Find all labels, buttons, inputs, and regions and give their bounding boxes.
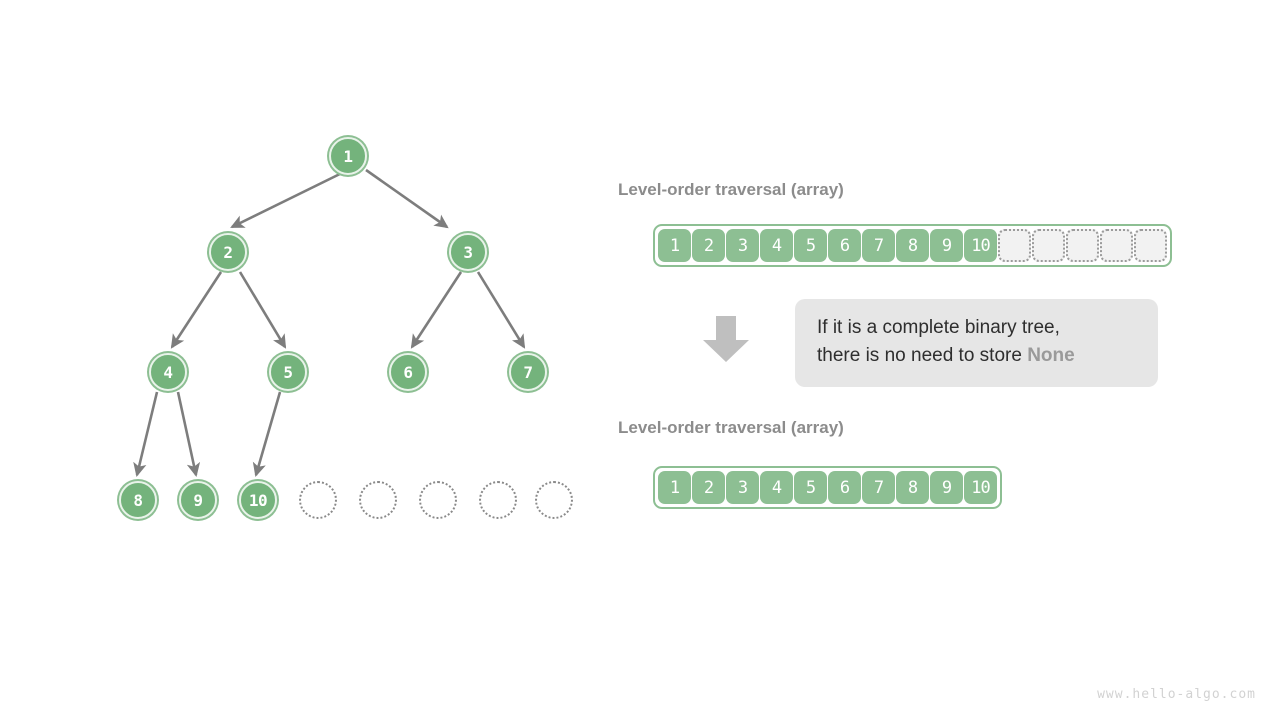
tree-node: 1 bbox=[329, 137, 367, 175]
tree-node: 2 bbox=[209, 233, 247, 271]
tree-node: 6 bbox=[389, 353, 427, 391]
array-cell: 4 bbox=[760, 471, 793, 504]
array-cell: 7 bbox=[862, 471, 895, 504]
tree-node: 8 bbox=[119, 481, 157, 519]
tree-edge bbox=[238, 271, 287, 349]
tree-node: 5 bbox=[269, 353, 307, 391]
array-cell: 10 bbox=[964, 471, 997, 504]
tree-edge bbox=[133, 391, 159, 478]
array-cell: 4 bbox=[760, 229, 793, 262]
array-cell-empty bbox=[1100, 229, 1133, 262]
array-cell: 9 bbox=[930, 229, 963, 262]
level-order-array-label-compact: Level-order traversal (array) bbox=[618, 418, 844, 437]
array-cell: 7 bbox=[862, 229, 895, 262]
array-cell-empty bbox=[1032, 229, 1065, 262]
tree-node-empty-placeholder bbox=[535, 481, 573, 519]
tree-node: 10 bbox=[239, 481, 277, 519]
level-order-array-label-with-none: Level-order traversal (array) bbox=[618, 180, 844, 199]
array-cell-empty bbox=[998, 229, 1031, 262]
tree-edge bbox=[410, 271, 463, 349]
array-cell: 2 bbox=[692, 229, 725, 262]
array-cell-empty bbox=[1066, 229, 1099, 262]
watermark: www.hello-algo.com bbox=[1097, 687, 1256, 702]
array-cell-empty bbox=[1134, 229, 1167, 262]
array-cell: 1 bbox=[658, 471, 691, 504]
tree-edge bbox=[476, 271, 526, 349]
array-cell: 9 bbox=[930, 471, 963, 504]
callout-note: If it is a complete binary tree, there i… bbox=[795, 299, 1158, 387]
tree-edge bbox=[252, 391, 282, 477]
callout-line-one: If it is a complete binary tree, bbox=[817, 317, 1060, 338]
tree-node-empty-placeholder bbox=[419, 481, 457, 519]
array-cell: 3 bbox=[726, 471, 759, 504]
tree-node-empty-placeholder bbox=[479, 481, 517, 519]
tree-edge-group bbox=[133, 168, 526, 478]
tree-node: 3 bbox=[449, 233, 487, 271]
array-cell: 8 bbox=[896, 471, 929, 504]
tree-node: 4 bbox=[149, 353, 187, 391]
array-cell: 10 bbox=[964, 229, 997, 262]
array-cell: 6 bbox=[828, 229, 861, 262]
down-arrow-icon bbox=[698, 310, 754, 371]
tree-node-empty-placeholder bbox=[359, 481, 397, 519]
callout-text: If it is a complete binary tree, there i… bbox=[817, 314, 1138, 370]
tree-edge bbox=[170, 271, 223, 349]
callout-line-two: there is no need to store bbox=[817, 345, 1028, 366]
array-cell: 5 bbox=[794, 229, 827, 262]
tree-edges-layer bbox=[133, 168, 526, 478]
array-cell: 8 bbox=[896, 229, 929, 262]
tree-edge bbox=[365, 168, 449, 229]
array-cell: 1 bbox=[658, 229, 691, 262]
array-cell: 5 bbox=[794, 471, 827, 504]
array-cell: 2 bbox=[692, 471, 725, 504]
callout-emphasis-none: None bbox=[1027, 345, 1075, 366]
tree-node: 7 bbox=[509, 353, 547, 391]
array-cell: 6 bbox=[828, 471, 861, 504]
array-cell: 3 bbox=[726, 229, 759, 262]
tree-node: 9 bbox=[179, 481, 217, 519]
tree-edge bbox=[176, 391, 201, 478]
tree-edge bbox=[230, 168, 349, 229]
tree-node-empty-placeholder bbox=[299, 481, 337, 519]
